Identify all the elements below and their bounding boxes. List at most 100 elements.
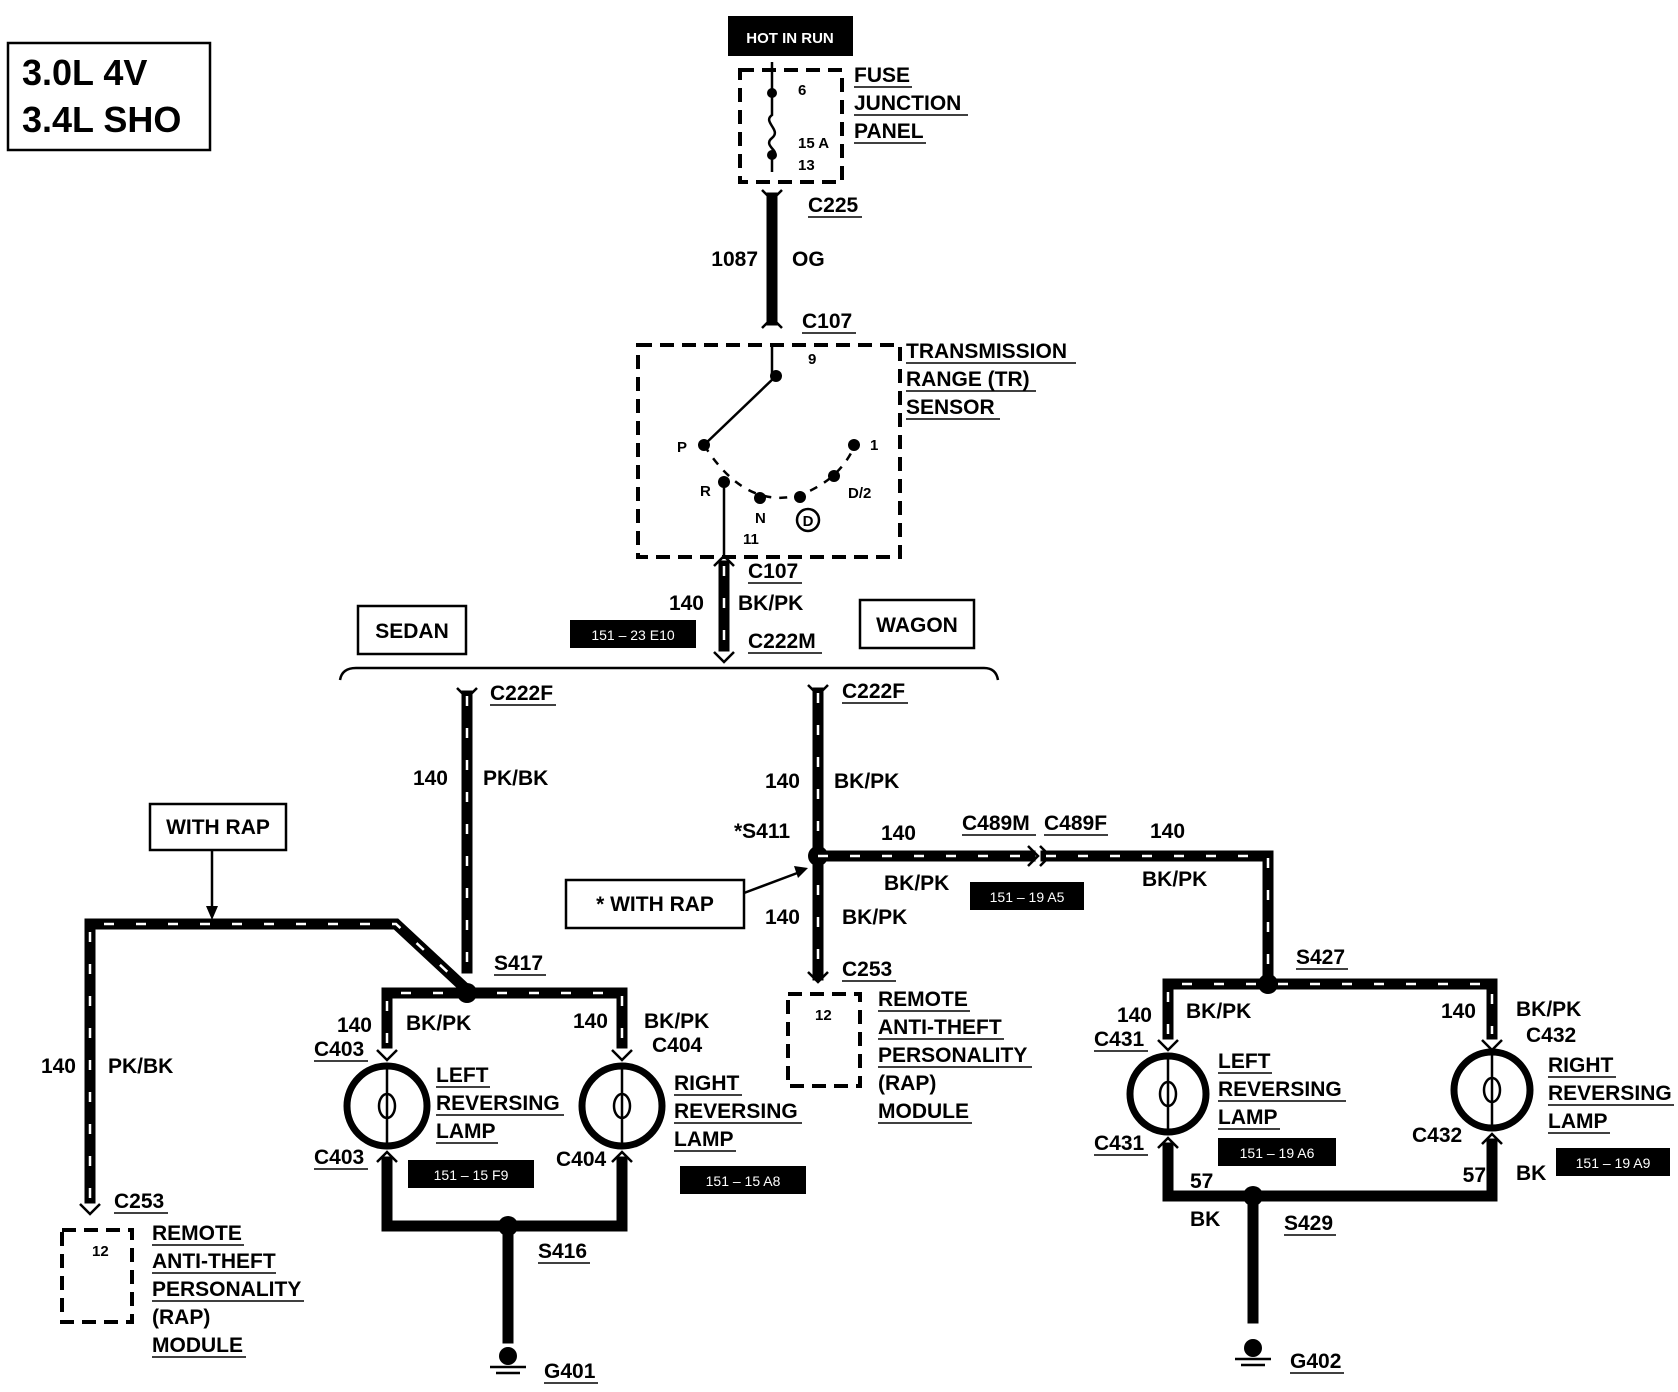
wagon-right-reversing-lamp	[1450, 1039, 1534, 1145]
svg-text:JUNCTION: JUNCTION	[854, 92, 961, 115]
c253-sedan-label: C253	[114, 1190, 164, 1213]
svg-text:BK/PK: BK/PK	[644, 1010, 709, 1033]
c225-label: C225	[808, 194, 859, 217]
svg-text:140: 140	[573, 1010, 608, 1033]
c222f-wagon-label: C222F	[842, 680, 905, 703]
s411-label: *S411	[734, 820, 790, 843]
fuse-pin-6: 6	[798, 82, 806, 99]
svg-text:140: 140	[1441, 1000, 1476, 1023]
svg-text:BK/PK: BK/PK	[406, 1012, 471, 1035]
fuse-junction-panel: 6 15 A 13 FUSE JUNCTION PANEL	[738, 62, 968, 184]
svg-text:P: P	[677, 439, 687, 456]
svg-text:D/2: D/2	[848, 485, 871, 502]
tr-pin-11: 11	[743, 531, 759, 548]
svg-text:PANEL: PANEL	[854, 120, 924, 143]
svg-text:N: N	[755, 510, 766, 527]
svg-text:BK/PK: BK/PK	[884, 872, 949, 895]
ground-g402-icon	[1235, 1339, 1271, 1367]
svg-text:140: 140	[337, 1014, 372, 1037]
svg-text:MODULE: MODULE	[878, 1100, 969, 1123]
svg-text:140: 140	[765, 770, 800, 793]
wagon-branch: C222F 140 BK/PK *S411 * WITH RAP 140 C48…	[564, 680, 1674, 1374]
ground-g401-icon	[490, 1347, 526, 1375]
svg-text:SENSOR: SENSOR	[906, 396, 995, 419]
svg-text:LAMP: LAMP	[1218, 1106, 1278, 1129]
c432-top-label: C432	[1526, 1024, 1576, 1047]
svg-text:140: 140	[1117, 1004, 1152, 1027]
c431-top-label: C431	[1094, 1028, 1145, 1051]
c222m-label: C222M	[748, 630, 816, 653]
ref-sedan-left: 151 – 15 F9	[434, 1167, 509, 1183]
fuse-rating: 15 A	[798, 135, 829, 152]
engine-line-2: 3.4L SHO	[22, 99, 181, 140]
ref-wagon-link: 151 – 19 A5	[990, 889, 1065, 905]
s417-label: S417	[494, 952, 543, 975]
svg-text:BK: BK	[1190, 1208, 1220, 1231]
svg-text:BK/PK: BK/PK	[738, 592, 803, 615]
with-rap-label: WITH RAP	[166, 816, 270, 839]
svg-text:REMOTE: REMOTE	[878, 988, 968, 1011]
wagon-left-reversing-lamp	[1126, 1039, 1210, 1149]
svg-text:PK/BK: PK/BK	[108, 1055, 173, 1078]
feed-wire-1087: C225 1087 OG C107	[711, 189, 862, 334]
svg-text:HOT IN RUN: HOT IN RUN	[746, 30, 834, 47]
sedan-left-reversing-lamp	[343, 1049, 431, 1163]
g401-label: G401	[544, 1360, 596, 1383]
c222f-sedan-label: C222F	[490, 682, 553, 705]
svg-text:REMOTE: REMOTE	[152, 1222, 242, 1245]
svg-text:1: 1	[870, 437, 878, 454]
engine-line-1: 3.0L 4V	[22, 52, 147, 93]
svg-text:ANTI-THEFT: ANTI-THEFT	[152, 1250, 276, 1273]
svg-text:LAMP: LAMP	[1548, 1110, 1608, 1133]
c489m-label: C489M	[962, 812, 1030, 835]
s427-label: S427	[1296, 946, 1345, 969]
c403-bottom-label: C403	[314, 1146, 364, 1169]
ref-sedan-right: 151 – 15 A8	[706, 1173, 781, 1189]
svg-text:12: 12	[92, 1243, 109, 1260]
c107-top-label: C107	[802, 310, 852, 333]
svg-text:140: 140	[41, 1055, 76, 1078]
svg-text:BK/PK: BK/PK	[1516, 998, 1581, 1021]
svg-text:RANGE (TR): RANGE (TR)	[906, 368, 1030, 391]
fuse-icon	[767, 93, 777, 172]
c431-bottom-label: C431	[1094, 1132, 1145, 1155]
svg-text:LAMP: LAMP	[436, 1120, 496, 1143]
c432-bottom-label: C432	[1412, 1124, 1462, 1147]
svg-text:BK/PK: BK/PK	[834, 770, 899, 793]
svg-text:REVERSING: REVERSING	[1218, 1078, 1342, 1101]
svg-text:BK/PK: BK/PK	[1186, 1000, 1251, 1023]
g402-label: G402	[1290, 1350, 1341, 1373]
svg-text:(RAP): (RAP)	[878, 1072, 936, 1095]
svg-text:BK/PK: BK/PK	[842, 906, 907, 929]
with-rap-star-label: * WITH RAP	[596, 893, 714, 916]
svg-text:OG: OG	[792, 248, 825, 271]
svg-text:PK/BK: PK/BK	[483, 767, 548, 790]
svg-text:ANTI-THEFT: ANTI-THEFT	[878, 1016, 1002, 1039]
svg-text:REVERSING: REVERSING	[674, 1100, 798, 1123]
c107-bottom-label: C107	[748, 560, 798, 583]
c404-top-label: C404	[652, 1034, 703, 1057]
main-wire-140: C107 140 BK/PK 151 – 23 E10 C222M	[570, 554, 822, 664]
svg-text:(RAP): (RAP)	[152, 1306, 210, 1329]
ref-wagon-left: 151 – 19 A6	[1240, 1145, 1315, 1161]
c253-wagon-label: C253	[842, 958, 892, 981]
svg-text:REVERSING: REVERSING	[1548, 1082, 1672, 1105]
svg-text:REVERSING: REVERSING	[436, 1092, 560, 1115]
svg-text:1087: 1087	[711, 248, 758, 271]
svg-text:140: 140	[765, 906, 800, 929]
engine-variant-box: 3.0L 4V 3.4L SHO	[6, 41, 212, 152]
svg-text:LAMP: LAMP	[674, 1128, 734, 1151]
svg-text:RIGHT: RIGHT	[674, 1072, 740, 1095]
c489f-label: C489F	[1044, 812, 1107, 835]
hot-in-run-label: HOT IN RUN	[728, 16, 853, 56]
svg-text:FUSE: FUSE	[854, 64, 910, 87]
ref-main: 151 – 23 E10	[591, 627, 675, 643]
svg-text:R: R	[700, 483, 711, 500]
tr-sensor: 9 P R N D D/2 1 11 TRANSMISSION RANGE (T…	[636, 340, 1076, 559]
s429-label: S429	[1284, 1212, 1333, 1235]
svg-text:140: 140	[881, 822, 916, 845]
c404-bottom-label: C404	[556, 1148, 607, 1171]
svg-text:12: 12	[815, 1007, 832, 1024]
fuse-pin-13: 13	[798, 157, 815, 174]
